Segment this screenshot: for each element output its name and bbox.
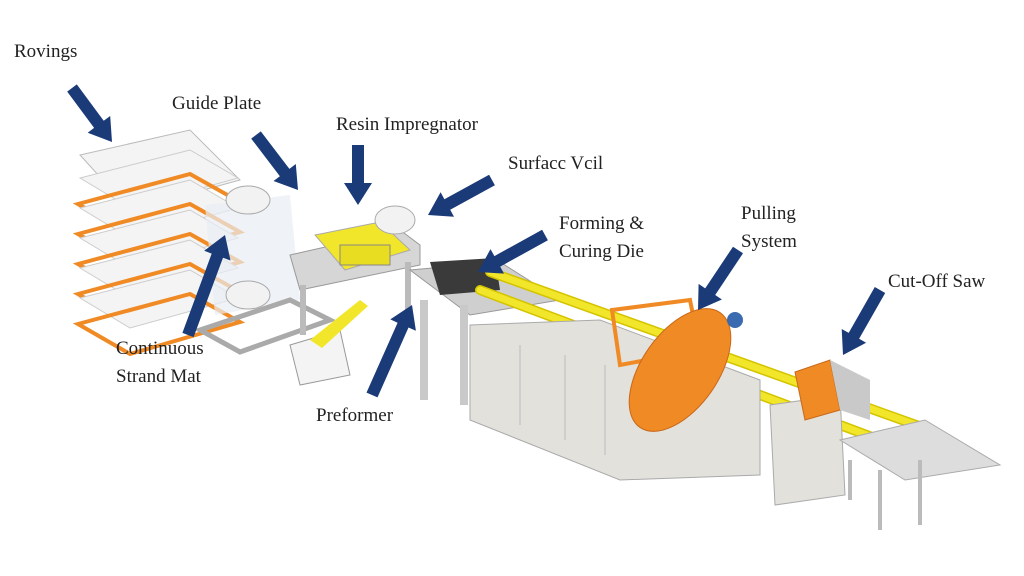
creel-shelf [72,291,246,357]
label-pulling-line2: System [741,231,797,252]
arrow-preformer-icon [366,305,416,398]
label-resin-impregnator: Resin Impregnator [336,114,478,135]
label-pulling-line1: Pulling [741,203,796,224]
arrow-pulling-system-icon [698,246,743,310]
label-csm-line1: Continuous [116,338,204,359]
cut-off-saw [769,359,1002,530]
label-preformer: Preformer [316,405,394,426]
arrow-surface-veil-icon [428,174,495,217]
pulling-system [469,297,761,481]
arrow-cut-off-saw-icon [841,287,886,355]
arrow-forming-die-icon [478,229,548,274]
arrow-resin-impregnator-icon [344,145,372,205]
arrow-guide-plate-icon [251,131,298,190]
callout-arrows [67,84,886,398]
arrow-rovings-icon [67,84,112,142]
resin-impregnator [289,205,421,386]
label-surface-veil: Surfacc Vcil [508,153,604,174]
label-guide-plate: Guide Plate [172,93,262,114]
label-cut-off-saw: Cut-Off Saw [888,271,986,292]
arrow-continuous-strand-mat-icon [182,235,231,338]
guide-plate [193,185,337,355]
label-csm-line2: Strand Mat [116,366,201,387]
label-forming-line1: Forming & [559,213,644,234]
label-forming-line2: Curing Die [559,241,644,262]
label-rovings: Rovings [14,41,78,62]
